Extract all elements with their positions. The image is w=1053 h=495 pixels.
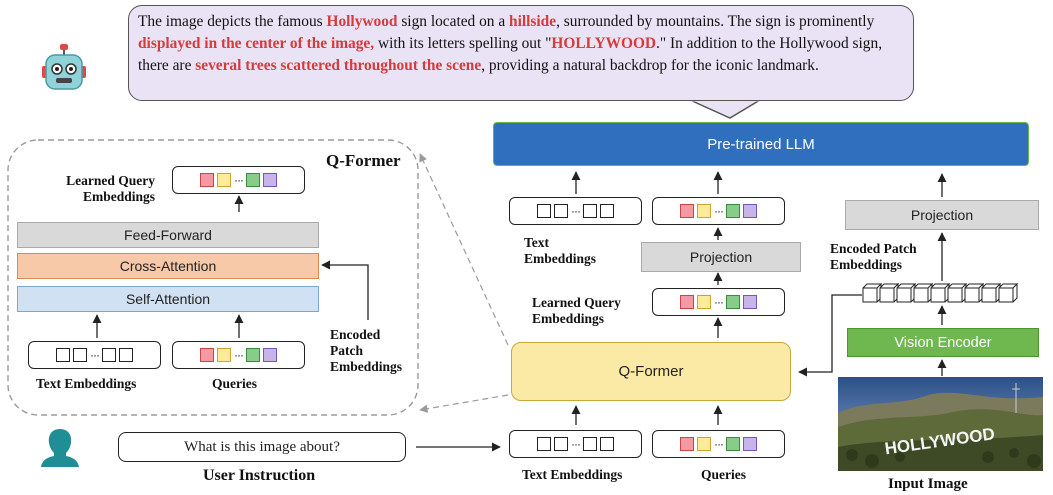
token <box>743 204 757 218</box>
token <box>537 437 551 451</box>
learned-query-embeddings-label: Learned Query Embeddings <box>532 295 621 326</box>
highlighted-phrase: displayed in the center of the image, <box>138 35 375 52</box>
token <box>246 173 260 187</box>
response-phrase: ." In addition to the Hollywood sign, th… <box>138 35 883 74</box>
text-embeddings-top-label: Text Embeddings <box>524 235 597 266</box>
self-attention-block: Self-Attention <box>17 286 319 312</box>
feed-forward-block: Feed-Forward <box>17 222 319 248</box>
token <box>554 204 568 218</box>
qformer-block: Q-Former <box>511 342 791 401</box>
token <box>217 173 231 187</box>
token <box>73 348 87 362</box>
token <box>743 295 757 309</box>
response-phrase: , surrounded by mountains. The sign is p… <box>556 13 875 30</box>
learned-query-tokens: ··· <box>652 288 785 316</box>
cross-attention-block: Cross-Attention <box>17 253 319 279</box>
token <box>102 348 116 362</box>
text-embedding-tokens-top: ··· <box>509 197 642 225</box>
token <box>697 437 711 451</box>
response-bubble <box>128 5 914 101</box>
encoded-patch-cubes <box>862 282 1019 303</box>
qformer-detail-panel <box>7 139 419 416</box>
token <box>263 173 277 187</box>
token <box>554 437 568 451</box>
detail-learned-query-label: Learned Query Embeddings <box>66 173 155 204</box>
token <box>537 204 551 218</box>
token <box>56 348 70 362</box>
token <box>697 204 711 218</box>
token <box>583 437 597 451</box>
projection-block-image: Projection <box>845 200 1039 230</box>
token <box>217 348 231 362</box>
token <box>246 348 260 362</box>
token <box>680 295 694 309</box>
highlighted-phrase: hillside <box>509 13 557 30</box>
response-phrase: with its letters spelling out " <box>374 35 552 52</box>
text-embeddings-bottom-label: Text Embeddings <box>522 467 623 482</box>
encoded-patch-embeddings-label: Encoded Patch Embeddings <box>830 241 917 272</box>
highlighted-phrase: several trees scattered throughout the s… <box>195 57 482 74</box>
input-image-label: Input Image <box>888 476 968 492</box>
token <box>600 204 614 218</box>
user-icon <box>41 429 79 467</box>
query-tokens-bottom: ··· <box>652 430 785 458</box>
token <box>697 295 711 309</box>
pretrained-llm-block: Pre-trained LLM <box>493 122 1029 166</box>
highlighted-phrase: HOLLYWOOD <box>551 35 657 52</box>
token <box>726 437 740 451</box>
detail-text-tokens: ··· <box>28 341 161 369</box>
model-response-text: The image depicts the famous Hollywood s… <box>138 11 908 77</box>
qformer-detail-title: Q-Former <box>326 151 401 170</box>
response-phrase: , providing a natural backdrop for the i… <box>481 57 819 74</box>
token <box>726 295 740 309</box>
token <box>743 437 757 451</box>
token <box>200 173 214 187</box>
detail-encoded-patch-label: Encoded Patch Embeddings <box>330 327 403 374</box>
highlighted-phrase: Hollywood <box>326 13 398 30</box>
input-image: HOLLYWOOD <box>838 377 1043 471</box>
token <box>600 437 614 451</box>
token <box>680 437 694 451</box>
detail-queries-label: Queries <box>212 376 257 391</box>
queries-bottom-label: Queries <box>701 467 746 482</box>
token <box>263 348 277 362</box>
zoom-line-top <box>419 153 509 346</box>
detail-text-embeddings-label: Text Embeddings <box>36 376 137 391</box>
projected-query-tokens: ··· <box>652 197 785 225</box>
detail-learned-query-tokens: ··· <box>172 166 305 194</box>
response-phrase: The image depicts the famous <box>138 13 327 30</box>
projection-block-text: Projection <box>641 242 801 272</box>
zoom-line-bottom <box>419 394 509 413</box>
vision-encoder-block: Vision Encoder <box>847 328 1039 357</box>
robot-icon <box>42 44 86 90</box>
user-instruction-label: User Instruction <box>203 467 316 484</box>
text-embedding-tokens-bottom: ··· <box>509 430 642 458</box>
token <box>119 348 133 362</box>
user-instruction-box: What is this image about? <box>118 432 406 462</box>
response-phrase: sign located on a <box>397 13 510 30</box>
token <box>726 204 740 218</box>
token <box>583 204 597 218</box>
token <box>680 204 694 218</box>
token <box>200 348 214 362</box>
bubble-tail <box>689 99 763 119</box>
detail-query-tokens: ··· <box>172 341 305 369</box>
